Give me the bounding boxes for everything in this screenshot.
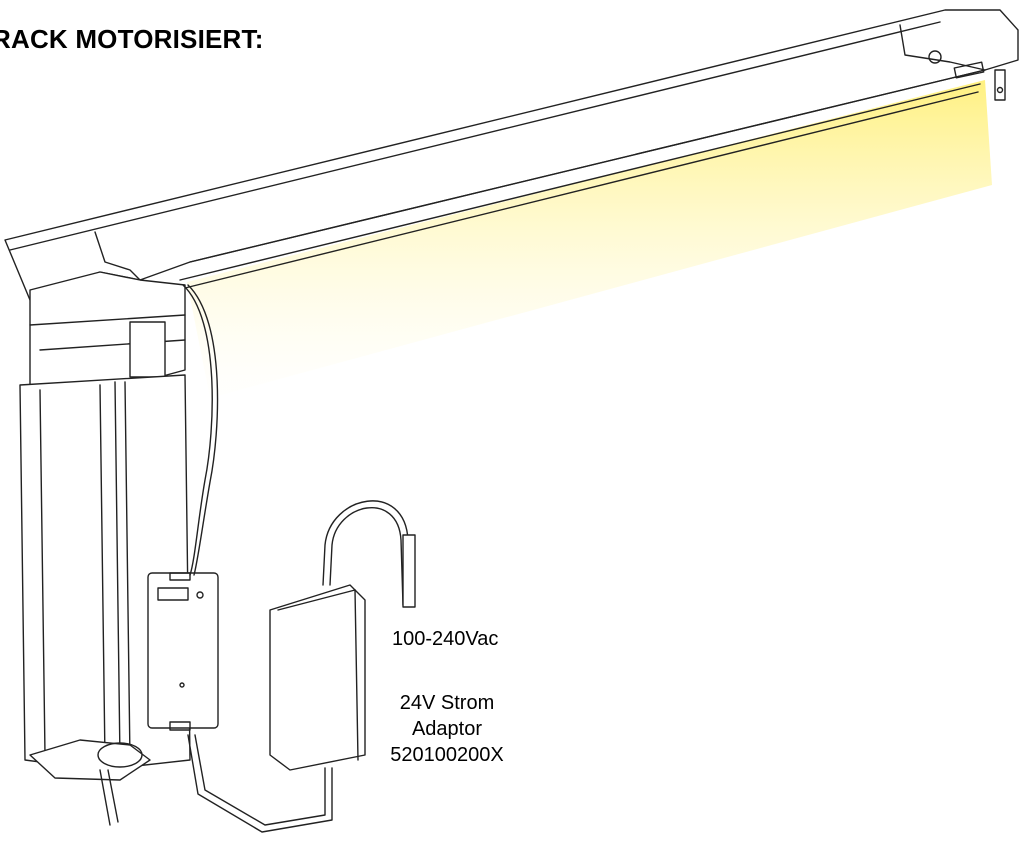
dc-cable [194,734,326,826]
mains-cable [322,500,411,606]
page-title: RACK MOTORISIERT: [0,24,264,54]
adaptor-part-number: 520100200X [390,744,504,766]
input-voltage-label: 100-240Vac [392,628,499,650]
adaptor-label: 24V Strom Adaptor 520100200X [382,690,512,768]
adaptor-label-line1: 24V Strom [399,692,495,714]
led-cable [182,284,213,576]
power-adaptor [269,584,366,771]
led-light-beam [187,80,992,398]
rail-profile [4,9,1019,301]
adaptor-label-line2: Adaptor [411,718,483,740]
controller-box [147,572,219,731]
